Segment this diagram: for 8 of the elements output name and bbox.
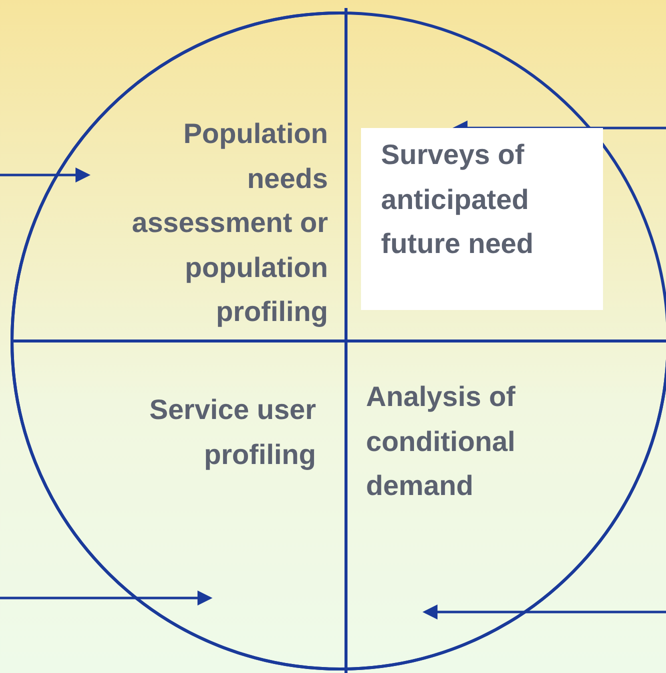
quadrant-label: Population needs assessment or population profiling [130, 117, 328, 329]
arrow [422, 604, 666, 620]
arrow [0, 590, 212, 606]
text-box [361, 128, 603, 310]
quadrant-label: Surveys of anticipated future need [381, 138, 534, 261]
quadrant-label: Service user profiling [148, 393, 316, 472]
arrow [0, 168, 90, 182]
quadrant-label: Analysis of conditional demand [366, 380, 516, 503]
